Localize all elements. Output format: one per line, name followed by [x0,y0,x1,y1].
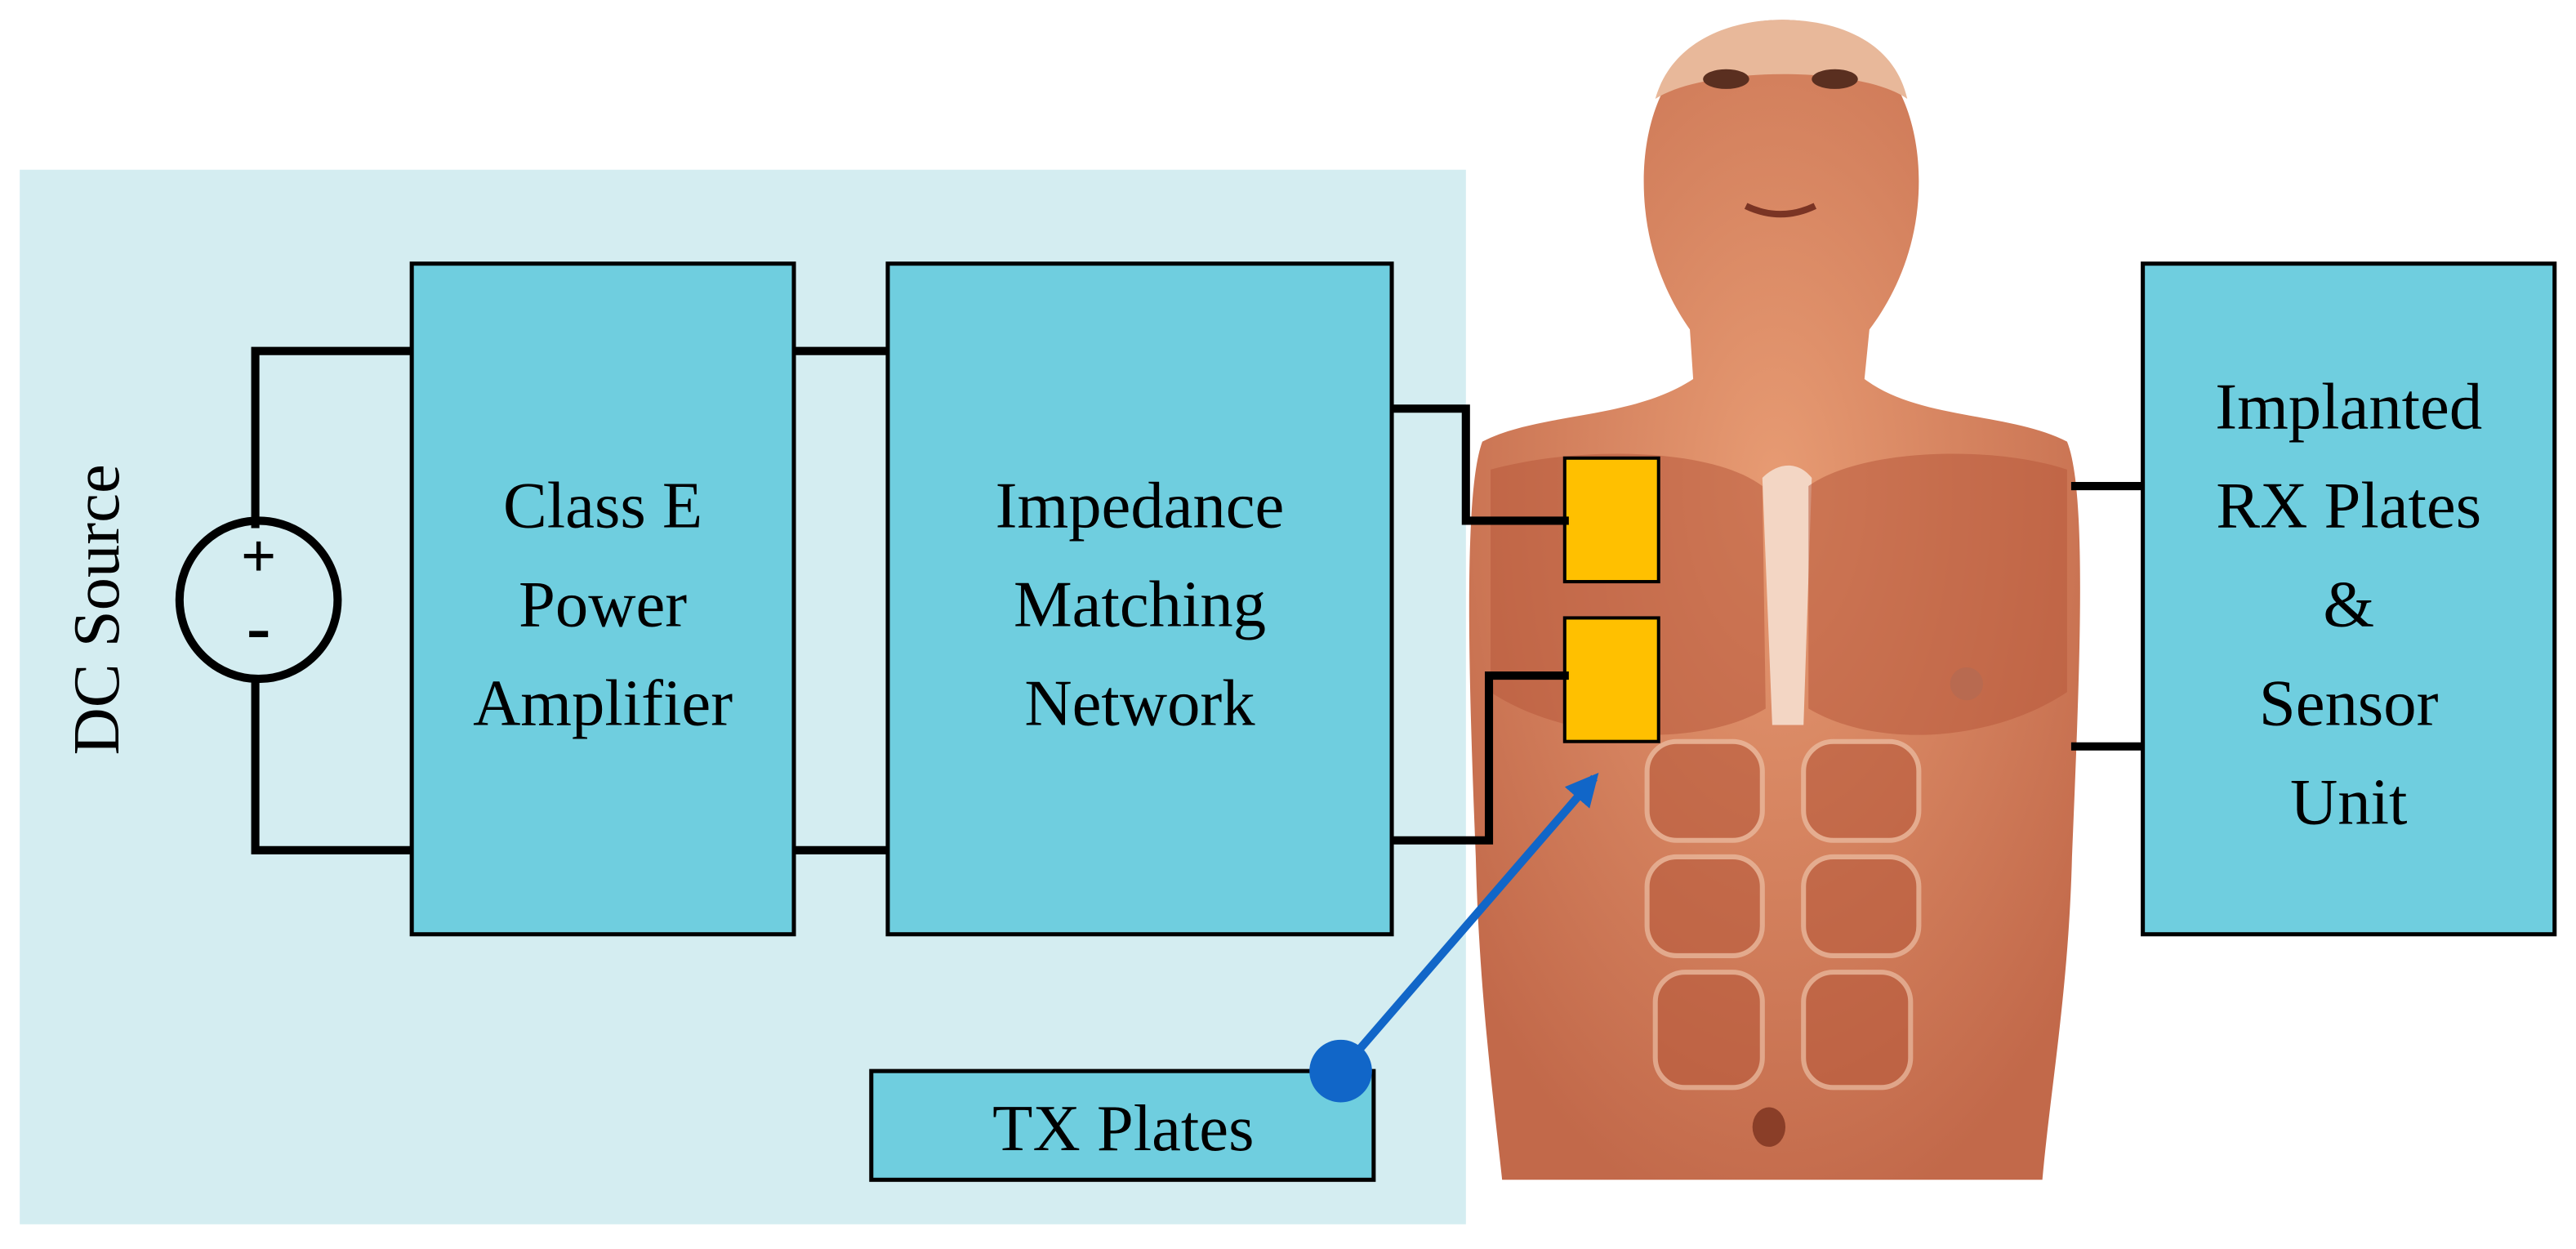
tx-plates-arrow [1337,772,1599,1074]
impedance-matching-block [885,261,1394,937]
class-e-amplifier-block [409,261,796,937]
wiring [251,346,2146,854]
pectoral-right [1808,453,2067,735]
dc-source-minus: - [247,587,271,667]
dc-source: + - DC Source [60,464,342,755]
navel [1752,1107,1786,1147]
matching-line-3: Network [1024,667,1255,740]
eye-left [1703,69,1749,89]
receiver-line-2: RX Plates [2216,469,2481,542]
scalp-shape [1655,20,1908,100]
tx-plate-upper [1562,456,1660,584]
dc-source-symbol [175,516,342,684]
nipple [1950,667,1984,701]
dc-source-label: DC Source [60,464,133,755]
amplifier-line-1: Class E [503,469,702,542]
wire-source-bottom [251,675,413,854]
dc-source-plus: + [241,521,277,591]
eye-right [1812,69,1858,89]
receiver-line-3: & [2323,569,2374,641]
receiver-line-5: Unit [2290,766,2407,839]
tx-plates-label: TX Plates [992,1092,1254,1165]
amplifier-line-3: Amplifier [473,667,733,740]
mouth [1744,203,1817,218]
wire-match-plate-upper [1388,404,1569,525]
amplifier-line-2: Power [519,569,687,641]
tx-plates-arrow-origin [1309,1039,1372,1103]
wire-match-plate-lower [1388,671,1569,845]
sternum-highlight [1762,465,1812,725]
wire-source-top [251,346,413,529]
implanted-rx-block [2141,261,2557,937]
receiver-line-1: Implanted [2215,370,2482,443]
matching-line-2: Matching [1014,569,1266,641]
tx-plate-lower [1562,616,1660,743]
human-torso-illustration [1468,20,2080,1180]
matching-line-1: Impedance [996,469,1285,542]
receiver-line-4: Sensor [2259,667,2439,740]
tx-plates-label-box [869,1068,1376,1182]
abdominal-muscles [1644,738,1922,1091]
